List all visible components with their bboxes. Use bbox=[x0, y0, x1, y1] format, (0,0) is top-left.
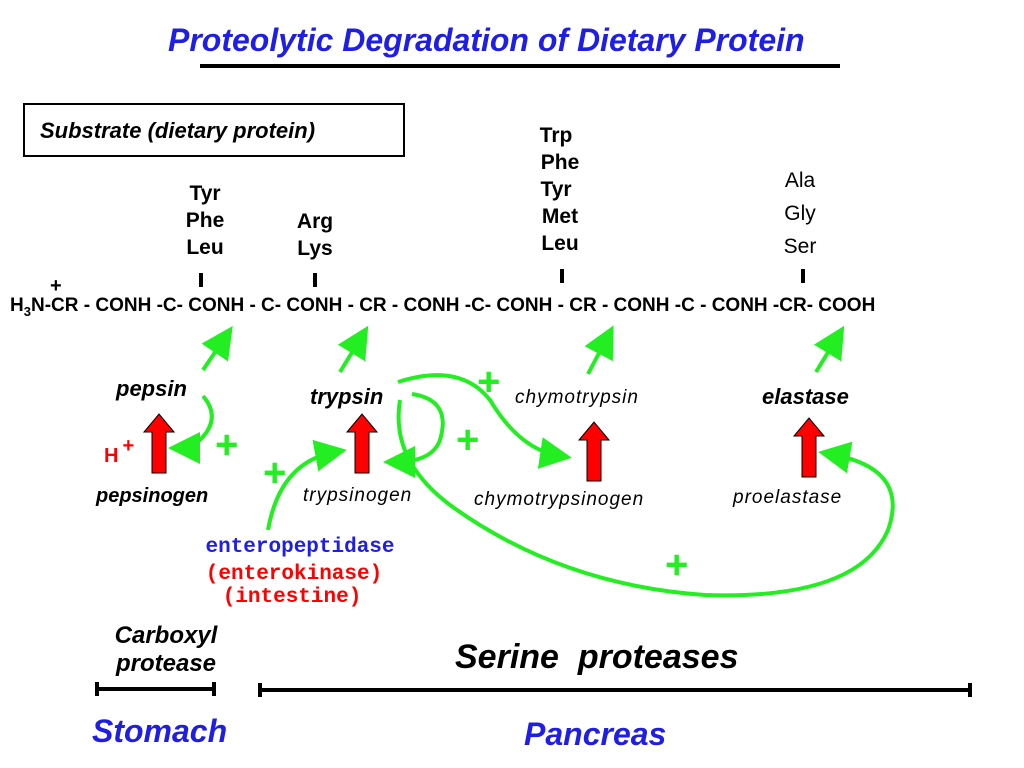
activator-alias: (enterokinase) bbox=[205, 563, 383, 586]
plus-sign-elastase: + bbox=[665, 543, 689, 587]
n-terminus: H bbox=[10, 295, 24, 316]
zymogen-trypsinogen: trypsinogen bbox=[303, 485, 413, 506]
proelastase-activation-arrow bbox=[792, 417, 826, 478]
zymogen-chymotrypsinogen: chymotrypsinogen bbox=[474, 489, 645, 510]
enzyme-elastase: elastase bbox=[762, 384, 849, 409]
stomach-bar bbox=[95, 682, 216, 696]
cleavage-site-chymotrypsin: Trp Phe Tyr Met Leu bbox=[530, 125, 590, 260]
acid-activator-label: H bbox=[104, 445, 119, 467]
enzyme-pepsin: pepsin bbox=[116, 376, 187, 401]
substrate-label: Substrate (dietary protein) bbox=[40, 118, 316, 143]
acid-activator-charge: + bbox=[122, 435, 135, 457]
trypsin-cleavage-arrow bbox=[337, 325, 369, 374]
chymotrypsinogen-activation-arrow bbox=[577, 421, 611, 482]
chymotrypsin-cleavage-arrow bbox=[584, 325, 614, 375]
section-serine-proteases: Serine proteases bbox=[455, 638, 739, 676]
residue: Ala bbox=[784, 169, 816, 192]
trypsin-to-chymotrypsinogen-arrow bbox=[397, 373, 572, 469]
elastase-cleavage-arrow bbox=[813, 325, 845, 374]
substrate-box bbox=[23, 103, 405, 157]
organ-stomach: Stomach bbox=[92, 713, 228, 749]
residue: Leu bbox=[186, 236, 224, 259]
pepsinogen-activation-arrow bbox=[142, 413, 176, 474]
zymogen-pepsinogen: pepsinogen bbox=[96, 485, 209, 507]
residue: Met bbox=[541, 205, 579, 228]
organ-pancreas: Pancreas bbox=[524, 716, 667, 752]
trypsinogen-activation-arrow bbox=[345, 413, 379, 474]
cleavage-site-elastase: Ala Gly Ser bbox=[770, 170, 830, 263]
residue: Lys bbox=[297, 237, 333, 260]
plus-sign-trypsin-auto: + bbox=[456, 418, 480, 462]
trypsin-to-proelastase-arrow bbox=[396, 399, 895, 598]
residue: Trp bbox=[539, 124, 573, 147]
activator-name: enteropeptidase bbox=[205, 536, 395, 559]
enzyme-chymotrypsin: chymotrypsin bbox=[515, 387, 639, 408]
residue: Gly bbox=[784, 202, 816, 225]
pancreas-bar bbox=[258, 683, 972, 697]
trypsin-autoactivation-arrow bbox=[383, 392, 445, 478]
pepsin-cleavage-arrow bbox=[201, 326, 233, 372]
cleavage-site-pepsin: Tyr Phe Leu bbox=[175, 183, 235, 264]
cleavage-site-trypsin: Arg Lys bbox=[285, 211, 345, 265]
residue: Leu bbox=[541, 232, 579, 255]
plus-sign-enteropeptidase: + bbox=[263, 451, 287, 495]
n-terminus-subscript: 3 bbox=[23, 303, 31, 319]
acid-activator: H+ bbox=[104, 436, 134, 467]
enzyme-trypsin: trypsin bbox=[310, 384, 384, 409]
residue: Tyr bbox=[189, 182, 221, 205]
plus-sign-chymotrypsin: + bbox=[477, 360, 501, 404]
n-terminus-charge: + bbox=[50, 275, 62, 297]
residue: Arg bbox=[296, 210, 334, 233]
residue: Tyr bbox=[540, 178, 572, 201]
peptide-sequence: N-CR - CONH -C- CONH - C- CONH - CR - CO… bbox=[30, 295, 876, 316]
page-title: Proteolytic Degradation of Dietary Prote… bbox=[168, 22, 805, 58]
enteropeptidase-activation-arrow bbox=[266, 439, 347, 531]
activator-location: (intestine) bbox=[222, 586, 362, 609]
residue: Phe bbox=[540, 151, 580, 174]
peptide-chain: H3N-CR - CONH -C- CONH - C- CONH - CR - … bbox=[10, 296, 875, 318]
zymogen-proelastase: proelastase bbox=[733, 487, 843, 508]
residue: Ser bbox=[783, 235, 817, 258]
pepsin-autoactivation-arrow bbox=[168, 394, 214, 464]
residue: Phe bbox=[185, 209, 225, 232]
section-carboxyl-protease: Carboxyl protease bbox=[114, 622, 218, 677]
plus-sign-pepsin: + bbox=[215, 423, 239, 467]
